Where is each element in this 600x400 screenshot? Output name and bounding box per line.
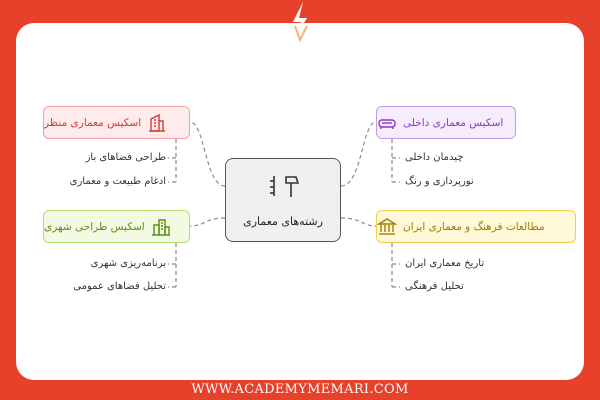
skyscraper-icon (149, 113, 166, 132)
node-iran-culture-studies-label: مطالعات فرهنگ و معماری ایران (403, 220, 545, 233)
list-item: تحلیل فضاهای عمومی (73, 281, 166, 292)
node-urban-design-sketch: اسکیس طراحی شهری (43, 210, 190, 243)
central-topic-label: رشته‌های معماری (243, 215, 323, 228)
museum-icon (377, 217, 397, 235)
list-item: تحلیل فرهنگی (405, 281, 464, 292)
list-item: ادغام طبیعت و معماری (69, 176, 166, 187)
city-buildings-icon (151, 218, 170, 236)
list-item: چیدمان داخلی (405, 152, 464, 163)
site-url[interactable]: WWW.ACADEMYMEMARI.COM (191, 382, 409, 397)
site-logo (287, 2, 313, 62)
node-urban-design-sketch-label: اسکیس طراحی شهری (44, 220, 145, 233)
node-landscape-sketch: اسکیس معماری منظر (43, 106, 190, 139)
central-topic: رشته‌های معماری (225, 158, 341, 242)
sofa-icon (378, 118, 396, 129)
list-item: تاریخ معماری ایران (405, 258, 485, 269)
node-interior-sketch: اسکیس معماری داخلی (376, 106, 516, 139)
node-landscape-sketch-label: اسکیس معماری منظر (44, 116, 142, 129)
node-interior-sketch-label: اسکیس معماری داخلی (403, 116, 504, 129)
node-iran-culture-studies: مطالعات فرهنگ و معماری ایران (376, 210, 576, 243)
list-item: نورپردازی و رنگ (405, 176, 474, 187)
list-item: طراحی فضاهای باز (85, 152, 166, 163)
hammer-icon (270, 176, 300, 197)
list-item: برنامه‌ریزی شهری (90, 258, 166, 269)
